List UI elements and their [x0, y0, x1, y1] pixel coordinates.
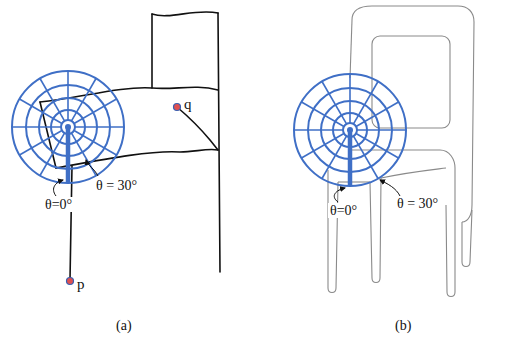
point-p [67, 278, 74, 285]
panel-label: (a) [116, 318, 132, 333]
leader-lines [54, 160, 400, 202]
center-point [347, 127, 353, 133]
point-label: p [77, 276, 85, 293]
reference-axis [66, 127, 71, 183]
center-point [65, 124, 71, 130]
angular-bin-line [294, 129, 343, 131]
angular-bin-line [67, 71, 69, 120]
angular-bin-line [356, 102, 398, 127]
angular-bin-line [72, 133, 97, 175]
angular-bin-line [40, 79, 65, 121]
angular-bin-line [349, 74, 351, 123]
angular-bin-line [356, 134, 398, 159]
point-q [174, 104, 181, 111]
log-polar-ring [12, 71, 124, 183]
angular-bin-line [74, 131, 116, 156]
angular-bin-line [354, 82, 379, 124]
angular-bin-line [20, 131, 62, 156]
chair-sketch [40, 12, 220, 280]
angle-label: θ = 30° [94, 178, 139, 193]
angular-bin-line [322, 82, 347, 124]
angle-label: θ=0° [43, 197, 74, 212]
angular-bin-line [40, 133, 65, 175]
angular-bin-line [302, 134, 344, 159]
angular-bin-line [20, 99, 62, 124]
point-label: q [184, 96, 192, 113]
angular-bin-line [75, 126, 124, 128]
angular-bin-line [357, 129, 406, 131]
angular-bin-line [302, 102, 344, 127]
angular-bin-line [12, 126, 61, 128]
angle-label: θ=0° [328, 203, 359, 218]
log-polar-ring [294, 74, 406, 186]
angular-bin-line [72, 79, 97, 121]
panel-label: (b) [395, 318, 411, 333]
angle-label: θ = 30° [395, 196, 440, 211]
polar-histogram [12, 71, 406, 186]
reference-axis [348, 130, 353, 186]
angular-bin-line [354, 136, 379, 178]
angular-bin-line [322, 136, 347, 178]
angular-bin-line [74, 99, 116, 124]
